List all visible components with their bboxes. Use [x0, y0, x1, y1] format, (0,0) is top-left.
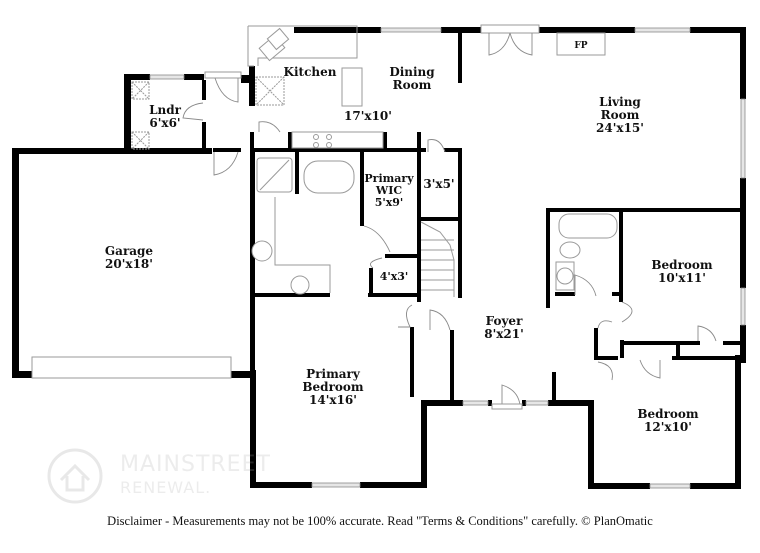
room-label-laundry: Lndr 6'x6'	[149, 103, 181, 130]
fixtures	[131, 25, 618, 297]
room-label-bedroom-1: Bedroom 10'x11'	[651, 258, 713, 285]
room-label-closet-4x3: 4'x3'	[379, 270, 409, 283]
room-label-foyer: Foyer 8'x21'	[484, 314, 524, 341]
windows	[31, 27, 746, 489]
interior-walls	[202, 33, 741, 406]
room-label-primary-wic: Primary WIC 5'x9'	[364, 172, 414, 209]
room-label-primary-bedroom: Primary Bedroom 14'x16'	[302, 367, 364, 407]
mainstreet-renewal-watermark: MAINSTREET RENEWAL.	[45, 446, 305, 506]
exterior-walls	[12, 27, 746, 489]
disclaimer-text: Disclaimer - Measurements may not be 100…	[107, 514, 653, 528]
room-label-living: Living Room 24'x15'	[596, 95, 644, 135]
room-label-closet-3x5: 3'x5'	[423, 177, 455, 191]
room-label-garage: Garage 20'x18'	[104, 244, 154, 271]
house-logo-icon	[47, 448, 103, 504]
room-label-dining: Dining Room	[389, 65, 435, 92]
fireplace-label: FP	[574, 41, 588, 51]
watermark-line1: MAINSTREET	[120, 452, 271, 477]
room-label-kitchen: Kitchen	[283, 65, 337, 79]
doors	[182, 24, 717, 410]
room-dims-dining: 17'x10'	[344, 109, 392, 123]
room-label-bedroom-2: Bedroom 12'x10'	[637, 407, 699, 434]
watermark-line2: RENEWAL.	[120, 478, 212, 497]
